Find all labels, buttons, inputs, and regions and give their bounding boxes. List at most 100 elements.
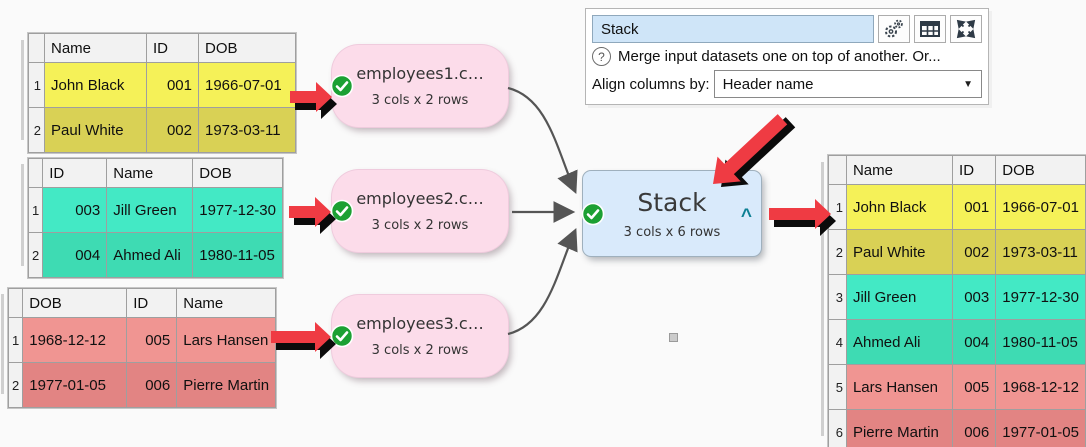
cell: 1980-11-05 (995, 319, 1086, 365)
torn-edge (1, 294, 4, 394)
table-row: 1 John Black 001 1966-07-01 (828, 184, 1086, 230)
column-header: DOB (192, 158, 283, 188)
node-label: employees3.c… (356, 314, 484, 333)
cell: 003 (42, 187, 108, 233)
gears-button[interactable] (878, 15, 910, 43)
table-view-button[interactable] (914, 15, 946, 43)
node-size-label: 3 cols x 2 rows (371, 218, 469, 233)
row-number: 2 (28, 107, 45, 153)
column-header: DOB (22, 288, 128, 318)
row-number: 6 (828, 409, 847, 447)
help-icon[interactable]: ? (592, 47, 611, 66)
red-arrow-input2 (289, 197, 336, 234)
torn-edge (21, 40, 24, 140)
node-employees3[interactable]: employees3.c… 3 cols x 2 rows (330, 295, 508, 377)
column-header: ID (42, 158, 108, 188)
cell: 005 (952, 364, 997, 410)
row-number: 2 (828, 229, 847, 275)
gears-icon (885, 19, 903, 38)
canvas-anchor-dot (669, 333, 678, 342)
success-check-icon (581, 202, 605, 226)
success-check-icon (330, 74, 354, 98)
cell: 1973-03-11 (995, 229, 1086, 275)
cell: Pierre Martin (845, 409, 954, 447)
expand-button[interactable] (950, 15, 982, 43)
table-row: 2 Paul White 002 1973-03-11 (828, 229, 1086, 275)
table-row: 2 004 Ahmed Ali 1980-11-05 (27, 232, 283, 278)
cell: Jill Green (106, 187, 194, 233)
column-header: Name (176, 288, 277, 318)
table-row: 6 Pierre Martin 006 1977-01-05 (828, 409, 1086, 447)
cell: 1977-12-30 (192, 187, 283, 233)
cell: 005 (126, 317, 178, 363)
success-check-icon (330, 324, 354, 348)
table-row: 1 John Black 001 1966-07-01 (28, 62, 296, 108)
cell: 1968-12-12 (22, 317, 128, 363)
collapse-caret-icon[interactable]: ^ (740, 205, 752, 227)
transform-name-input[interactable] (592, 15, 874, 43)
red-arrow-input3 (271, 322, 336, 359)
row-number: 1 (27, 187, 44, 233)
row-number: 2 (7, 362, 24, 408)
cell: Ahmed Ali (106, 232, 194, 278)
cell: Paul White (44, 107, 147, 153)
cell: Paul White (845, 229, 954, 275)
cell: 1968-12-12 (995, 364, 1086, 410)
table-row: 3 Jill Green 003 1977-12-30 (828, 274, 1086, 320)
column-header: DOB (198, 33, 296, 63)
table-row: 2 1977-01-05 006 Pierre Martin (7, 362, 277, 408)
success-check-icon (330, 199, 354, 223)
column-header: Name (106, 158, 194, 188)
row-number: 5 (828, 364, 847, 410)
cell: 1973-03-11 (198, 107, 296, 153)
cell: 006 (126, 362, 178, 408)
output-table: Name ID DOB 1 John Black 001 1966-07-01 … (828, 155, 1086, 447)
input-table-2: ID Name DOB 1 003 Jill Green 1977-12-30 … (27, 158, 283, 278)
node-size-label: 3 cols x 2 rows (371, 93, 469, 108)
node-size-label: 3 cols x 2 rows (371, 343, 469, 358)
align-columns-select[interactable]: Header name ▼ (713, 70, 982, 98)
row-number: 1 (828, 184, 847, 230)
row-number: 4 (828, 319, 847, 365)
node-label: employees1.c… (356, 64, 484, 83)
input-table-3: DOB ID Name 1 1968-12-12 005 Lars Hansen… (7, 288, 277, 408)
cell: 1977-01-05 (995, 409, 1086, 447)
cell: 003 (952, 274, 997, 320)
node-employees2[interactable]: employees2.c… 3 cols x 2 rows (330, 170, 508, 252)
node-employees1[interactable]: employees1.c… 3 cols x 2 rows (330, 45, 508, 127)
row-number: 3 (828, 274, 847, 320)
expand-icon (956, 19, 976, 39)
cell: 002 (146, 107, 199, 153)
cell: Ahmed Ali (845, 319, 954, 365)
align-columns-value: Header name (722, 75, 814, 93)
cell: 1977-12-30 (995, 274, 1086, 320)
align-columns-label: Align columns by: (592, 75, 710, 93)
table-row: 2 Paul White 002 1973-03-11 (28, 107, 296, 153)
cell: Jill Green (845, 274, 954, 320)
transform-description: Merge input datasets one on top of anoth… (618, 48, 941, 65)
row-number: 1 (7, 317, 24, 363)
header-row: DOB ID Name (7, 288, 277, 318)
torn-edge (21, 164, 24, 266)
node-size-label: 3 cols x 6 rows (623, 224, 721, 240)
cell: Pierre Martin (176, 362, 277, 408)
torn-edge (821, 162, 824, 436)
node-label: employees2.c… (356, 189, 484, 208)
cell: 1966-07-01 (995, 184, 1086, 230)
column-header: Name (845, 155, 954, 185)
chevron-down-icon: ▼ (963, 78, 973, 90)
input-table-1: Name ID DOB 1 John Black 001 1966-07-01 … (28, 33, 296, 153)
cell: Lars Hansen (176, 317, 277, 363)
node-stack[interactable]: Stack 3 cols x 6 rows ^ (581, 171, 761, 256)
column-header: ID (146, 33, 199, 63)
table-row: 1 1968-12-12 005 Lars Hansen (7, 317, 277, 363)
cell: 004 (42, 232, 108, 278)
cell: John Black (44, 62, 147, 108)
row-number: 2 (27, 232, 44, 278)
cell: John Black (845, 184, 954, 230)
column-header: ID (952, 155, 997, 185)
table-row: 4 Ahmed Ali 004 1980-11-05 (828, 319, 1086, 365)
header-row: ID Name DOB (27, 158, 283, 188)
cell: 1977-01-05 (22, 362, 128, 408)
